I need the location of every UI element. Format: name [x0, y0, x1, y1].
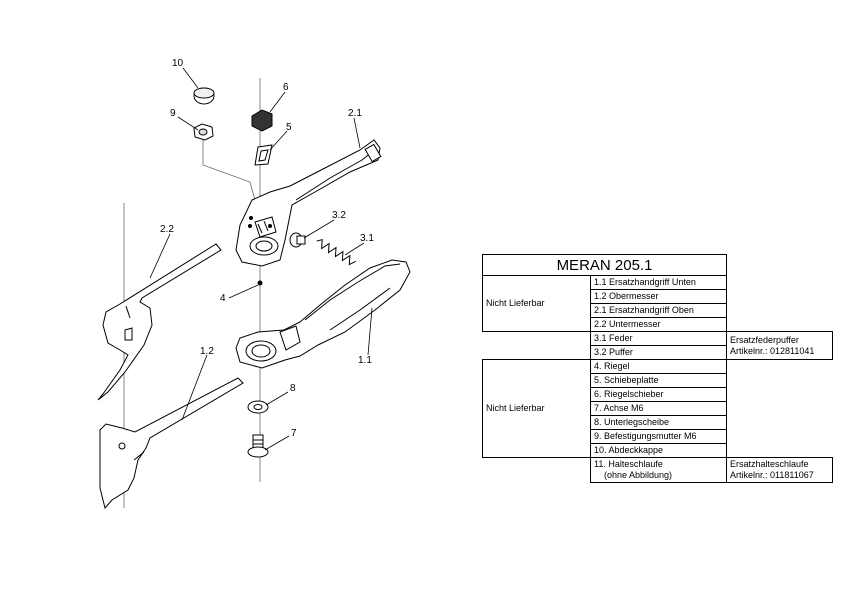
table-row: 2.1 Ersatzhandgriff Oben: [590, 303, 727, 318]
table-row: 3.2 Puffer: [590, 345, 727, 360]
slider-part-6: [251, 109, 273, 132]
upper-handle-part-2-1: [235, 139, 382, 267]
callout-4: 4: [220, 293, 226, 304]
table-row: 1.1 Ersatzhandgriff Unten: [590, 275, 727, 290]
lower-handle-part-1-1: [235, 259, 411, 369]
callout-1-1: 1.1: [358, 355, 372, 366]
table-row: 2.2 Untermesser: [590, 317, 727, 332]
callout-6: 6: [283, 82, 289, 93]
callout-2-1: 2.1: [348, 108, 362, 119]
callout-5: 5: [286, 122, 292, 133]
table-row: 4. Riegel: [590, 359, 727, 374]
spring-part-3-1: [316, 238, 357, 266]
callout-3-2: 3.2: [332, 210, 346, 221]
axis-line-nut: [202, 138, 256, 201]
loop-item-line2: (ohne Abbildung): [604, 470, 673, 480]
table-row: 8. Unterlegscheibe: [590, 415, 727, 430]
spring-article-note: Ersatzfederpuffer Artikelnr.: 012811041: [726, 331, 833, 360]
loop-article: Artikelnr.: 011811067: [730, 470, 814, 480]
lower-blade-part-2-2: [97, 243, 222, 401]
table-row: 5. Schiebeplatte: [590, 373, 727, 388]
callout-3-1: 3.1: [360, 233, 374, 244]
washer-part-8: [247, 400, 269, 414]
table-row-loop: 11. Halteschlaufe (ohne Abbildung): [590, 457, 727, 483]
table-row: 1.2 Obermesser: [590, 289, 727, 304]
loop-item-line1: 11. Halteschlaufe: [594, 459, 663, 469]
nut-part-9: [193, 123, 214, 141]
callout-9: 9: [170, 108, 176, 119]
bolt-part-4: [257, 280, 263, 286]
callout-7: 7: [291, 428, 297, 439]
cap-part-10: [193, 87, 215, 105]
plate-part-5: [254, 144, 273, 166]
spring-note: Ersatzfederpuffer: [730, 334, 799, 345]
loop-note: Ersatzhalteschlaufe: [730, 459, 809, 469]
group2-label: Nicht Lieferbar: [482, 359, 591, 458]
axle-part-7: [247, 434, 269, 458]
spring-article: Artikelnr.: 012811041: [730, 345, 815, 356]
buffer-part-3-2: [289, 232, 306, 248]
table-row: 7. Achse M6: [590, 401, 727, 416]
table-title: MERAN 205.1: [482, 254, 727, 276]
table-row: 3.1 Feder: [590, 331, 727, 346]
parts-table: MERAN 205.1 Nicht Lieferbar 1.1 Ersatzha…: [482, 254, 833, 483]
upper-blade-part-1-2: [99, 377, 244, 510]
callout-1-2: 1.2: [200, 346, 214, 357]
table-row: 9. Befestigungsmutter M6: [590, 429, 727, 444]
loop-article-note: Ersatzhalteschlaufe Artikelnr.: 01181106…: [726, 457, 833, 483]
group1-label: Nicht Lieferbar: [482, 275, 591, 332]
callout-10: 10: [172, 58, 184, 69]
table-row: 10. Abdeckkappe: [590, 443, 727, 458]
callout-8: 8: [290, 383, 296, 394]
callout-2-2: 2.2: [160, 224, 174, 235]
table-row: 6. Riegelschieber: [590, 387, 727, 402]
